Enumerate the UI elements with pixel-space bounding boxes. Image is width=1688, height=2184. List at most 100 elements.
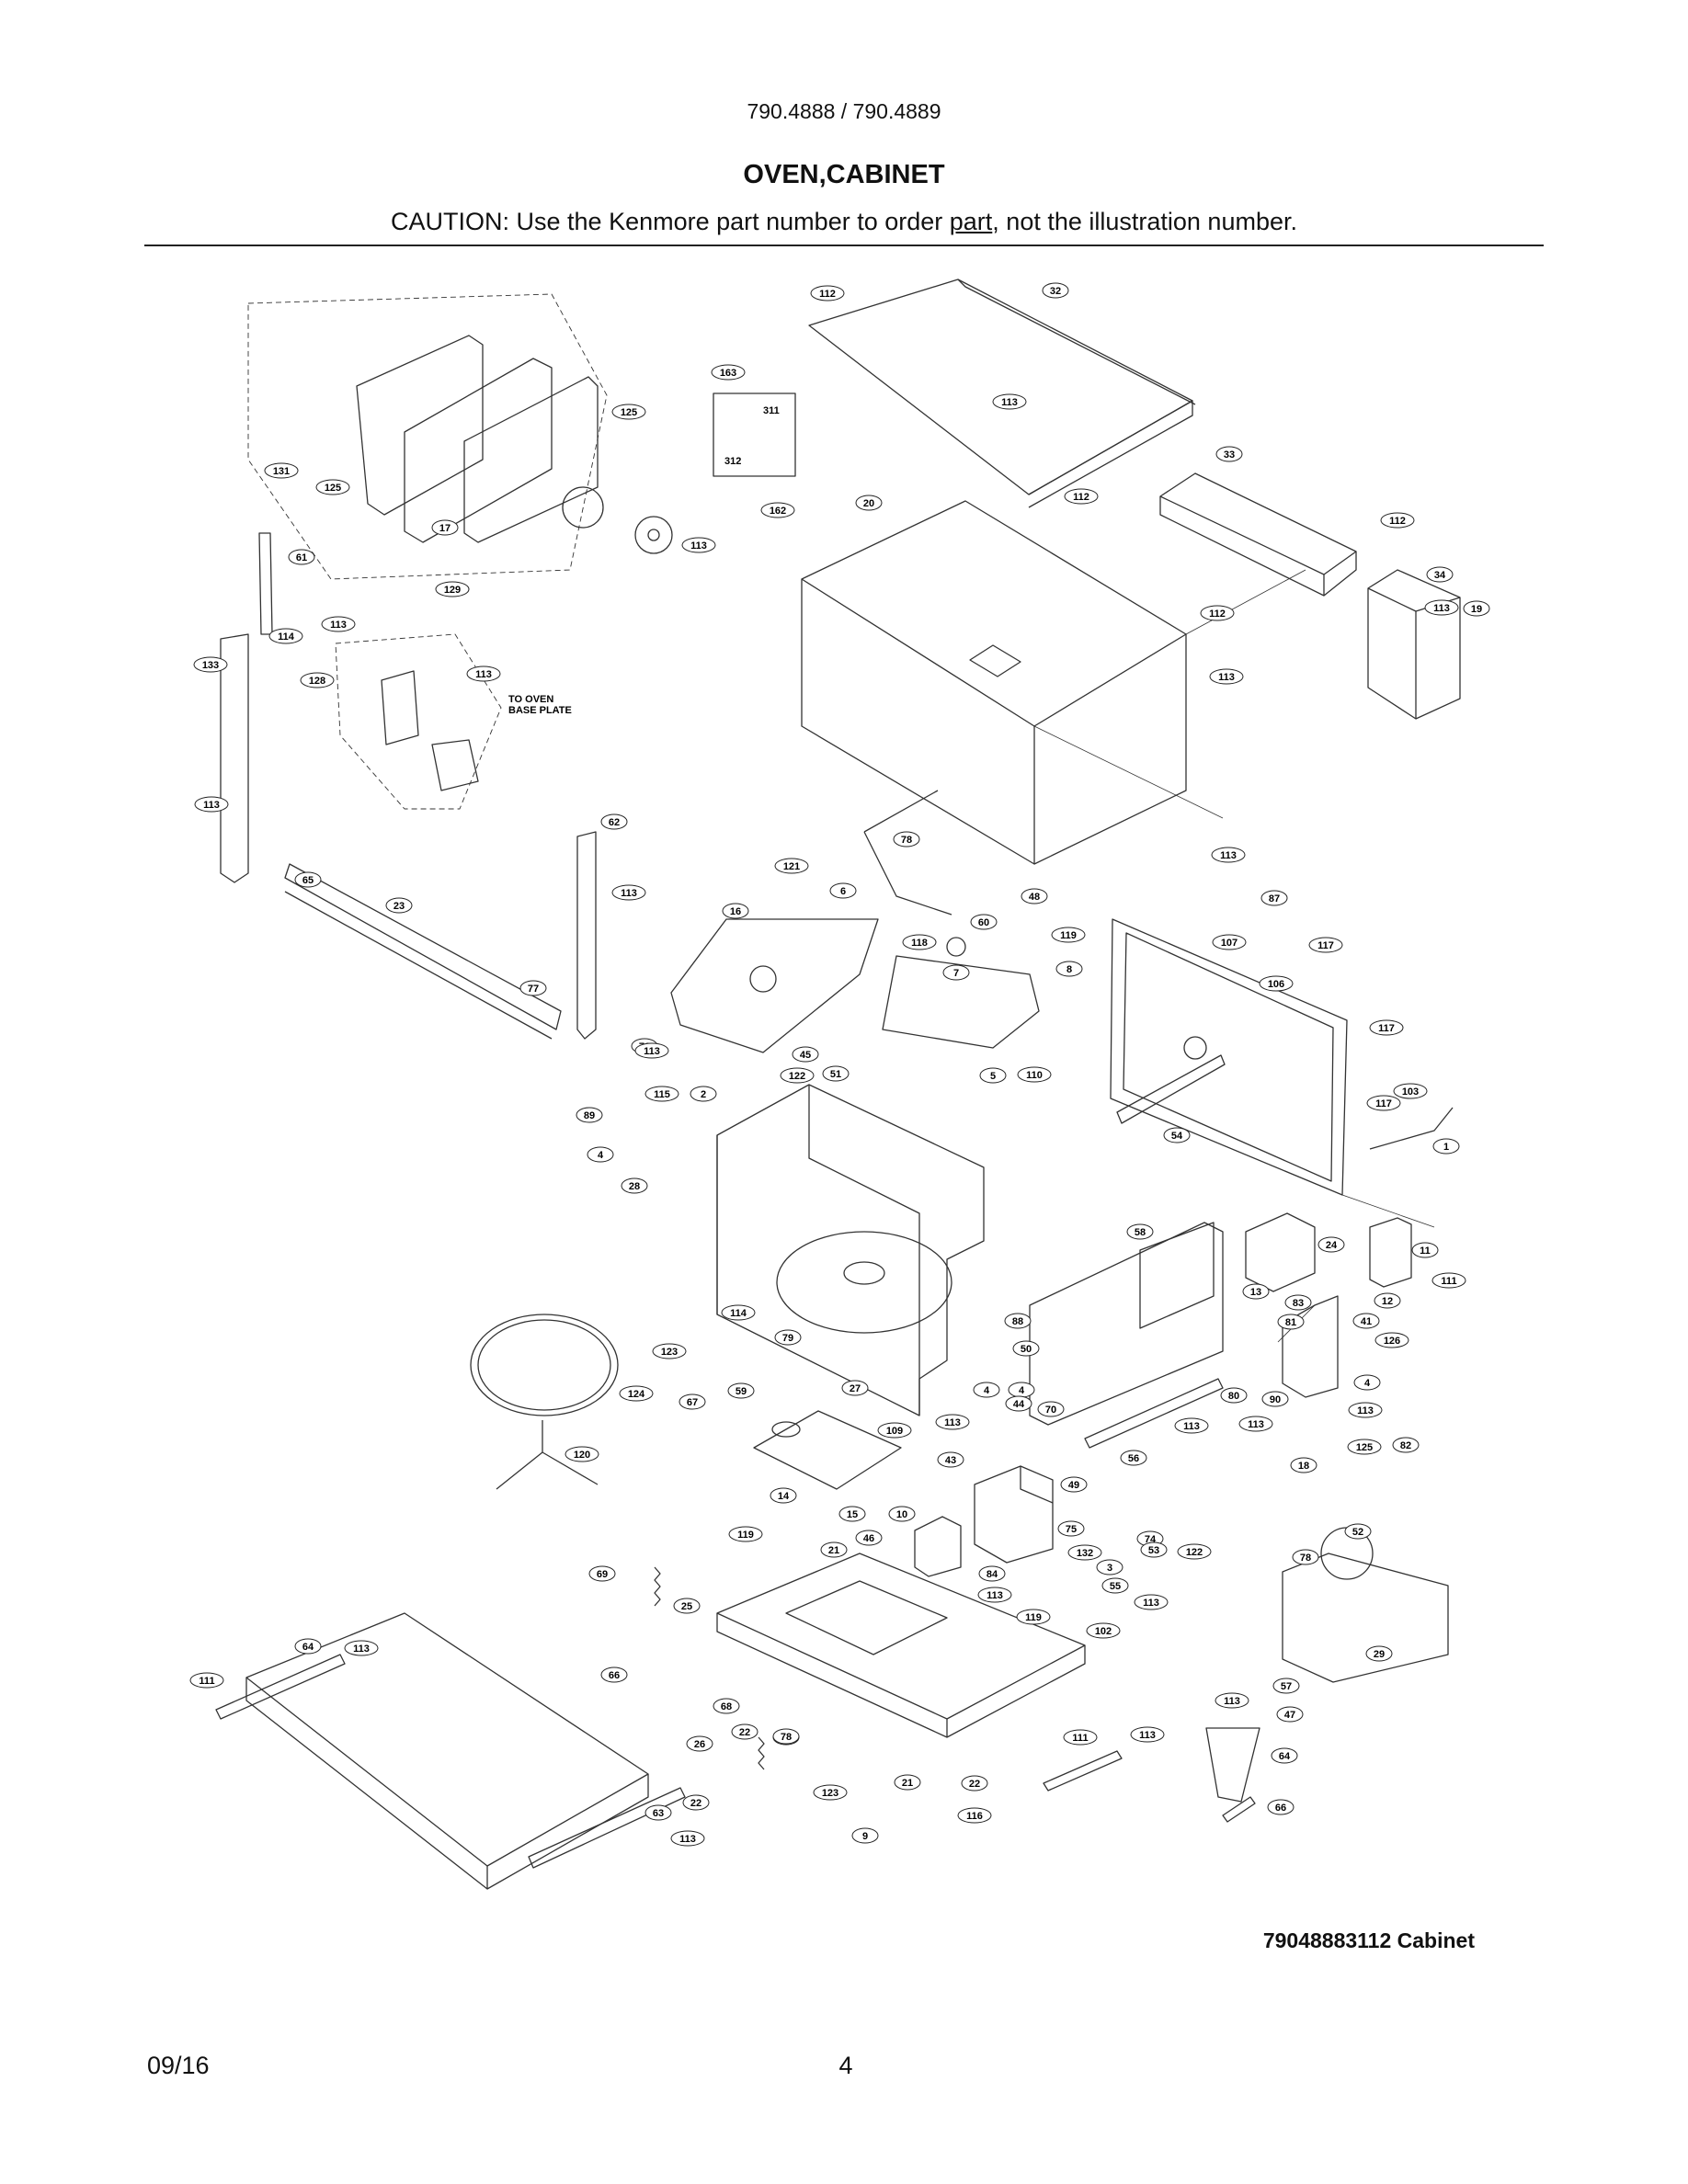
- callout-bubble: [721, 1304, 756, 1321]
- callout-64: 64: [294, 1638, 322, 1655]
- part-drawings: [215, 279, 1461, 1890]
- callout-number: 124: [628, 1389, 645, 1400]
- callout-number: 120: [574, 1450, 590, 1461]
- callout-number: 125: [325, 483, 341, 494]
- callout-bubble: [942, 964, 970, 981]
- callout-23: 23: [385, 897, 413, 914]
- callout-number: 119: [737, 1530, 754, 1541]
- callout-number: 45: [800, 1050, 811, 1061]
- revision-date: 09/16: [147, 2052, 210, 2079]
- callout-number: 26: [694, 1739, 705, 1750]
- callout-number: 82: [1400, 1440, 1411, 1451]
- callout-number: 53: [1148, 1545, 1159, 1556]
- callout-number: 4: [1364, 1378, 1371, 1389]
- callout-11: 11: [1411, 1242, 1439, 1258]
- callout-80: 80: [1220, 1387, 1248, 1404]
- callout-4: 4: [587, 1146, 614, 1163]
- callout-number: 78: [781, 1732, 792, 1743]
- callout-113: 113: [992, 393, 1027, 410]
- callout-113: 113: [194, 796, 229, 813]
- callout-113: 113: [1134, 1594, 1169, 1610]
- callout-78: 78: [772, 1728, 800, 1745]
- callout-number: 112: [1389, 516, 1406, 527]
- callout-number: 132: [1077, 1548, 1093, 1559]
- callout-bubble: [820, 1541, 848, 1558]
- callout-43: 43: [937, 1451, 964, 1468]
- callout-bubble: [1067, 1544, 1102, 1561]
- caution-link-part: part: [949, 208, 993, 235]
- callout-17: 17: [431, 519, 459, 536]
- callout-114: 114: [721, 1304, 756, 1321]
- callout-number: 24: [1326, 1240, 1338, 1251]
- callout-bubble: [1352, 1313, 1380, 1329]
- callout-128: 128: [300, 672, 335, 688]
- callout-bubble: [294, 871, 322, 888]
- callout-number: 43: [945, 1455, 956, 1466]
- callout-bubble: [189, 1672, 224, 1689]
- callout-bubble: [855, 1530, 883, 1546]
- callout-bubble: [1126, 1223, 1154, 1240]
- callout-number: 23: [393, 901, 405, 912]
- callout-bubble: [1134, 1594, 1169, 1610]
- callout-8: 8: [1055, 961, 1083, 977]
- callout-114: 114: [268, 628, 303, 644]
- callout-bubble: [1042, 282, 1069, 299]
- callout-4: 4: [973, 1382, 1000, 1398]
- callout-number: 16: [730, 906, 741, 917]
- callout-125: 125: [1347, 1439, 1382, 1455]
- callout-bubble: [722, 903, 749, 919]
- callout-number: 88: [1012, 1316, 1023, 1327]
- callout-bubble: [935, 1414, 970, 1430]
- callout-number: 57: [1281, 1681, 1292, 1692]
- callout-bubble: [1140, 1541, 1168, 1558]
- callout-bubble: [1463, 600, 1490, 617]
- callout-number: 110: [1026, 1070, 1043, 1081]
- callout-162: 162: [760, 502, 795, 518]
- callout-111: 111: [1431, 1272, 1466, 1289]
- callout-number: 44: [1013, 1399, 1025, 1410]
- callout-bubble: [1051, 927, 1086, 943]
- callout-bubble: [1064, 488, 1099, 505]
- callout-113: 113: [1130, 1726, 1165, 1743]
- callout-number: 47: [1284, 1710, 1295, 1721]
- callout-28: 28: [621, 1177, 648, 1194]
- callout-bubble: [760, 502, 795, 518]
- callout-16: 16: [722, 903, 749, 919]
- callout-number: 113: [1218, 672, 1235, 683]
- callout-bubble: [792, 1046, 819, 1063]
- callout-bubble: [1344, 1523, 1372, 1540]
- callout-number: 61: [296, 552, 307, 563]
- callout-112: 112: [1380, 512, 1415, 529]
- callout-number: 9: [862, 1831, 868, 1842]
- callout-bubble: [1215, 446, 1243, 462]
- callout-70: 70: [1037, 1401, 1065, 1417]
- callout-119: 119: [728, 1526, 763, 1542]
- callout-13: 13: [1242, 1283, 1270, 1300]
- callout-number: 62: [609, 817, 620, 828]
- diagram-reference: 79048883112 Cabinet: [1262, 1928, 1475, 1952]
- callout-number: 7: [953, 968, 959, 979]
- callout-bubble: [1380, 512, 1415, 529]
- callout-bubble: [1174, 1417, 1209, 1434]
- callout-number: 111: [199, 1676, 214, 1687]
- callout-number: 22: [739, 1727, 750, 1738]
- callout-bubble: [565, 1446, 599, 1462]
- callout-7: 7: [942, 964, 970, 981]
- callout-number: 119: [1060, 930, 1077, 941]
- callout-number: 118: [911, 938, 928, 949]
- callout-bubble: [1276, 1706, 1304, 1723]
- callout-number: 119: [1025, 1612, 1042, 1623]
- callout-number: 70: [1045, 1405, 1056, 1416]
- callout-number: 4: [984, 1385, 990, 1396]
- callout-116: 116: [957, 1807, 992, 1824]
- callout-122: 122: [780, 1067, 815, 1084]
- callout-27: 27: [841, 1380, 869, 1396]
- callout-45: 45: [792, 1046, 819, 1063]
- callout-118: 118: [902, 934, 937, 950]
- callout-113: 113: [977, 1587, 1012, 1603]
- callout-bubble: [644, 1086, 679, 1102]
- callout-bubble: [822, 1065, 850, 1082]
- callout-number: 15: [847, 1509, 858, 1520]
- callout-number: 66: [609, 1670, 620, 1681]
- callout-bubble: [1096, 1559, 1123, 1575]
